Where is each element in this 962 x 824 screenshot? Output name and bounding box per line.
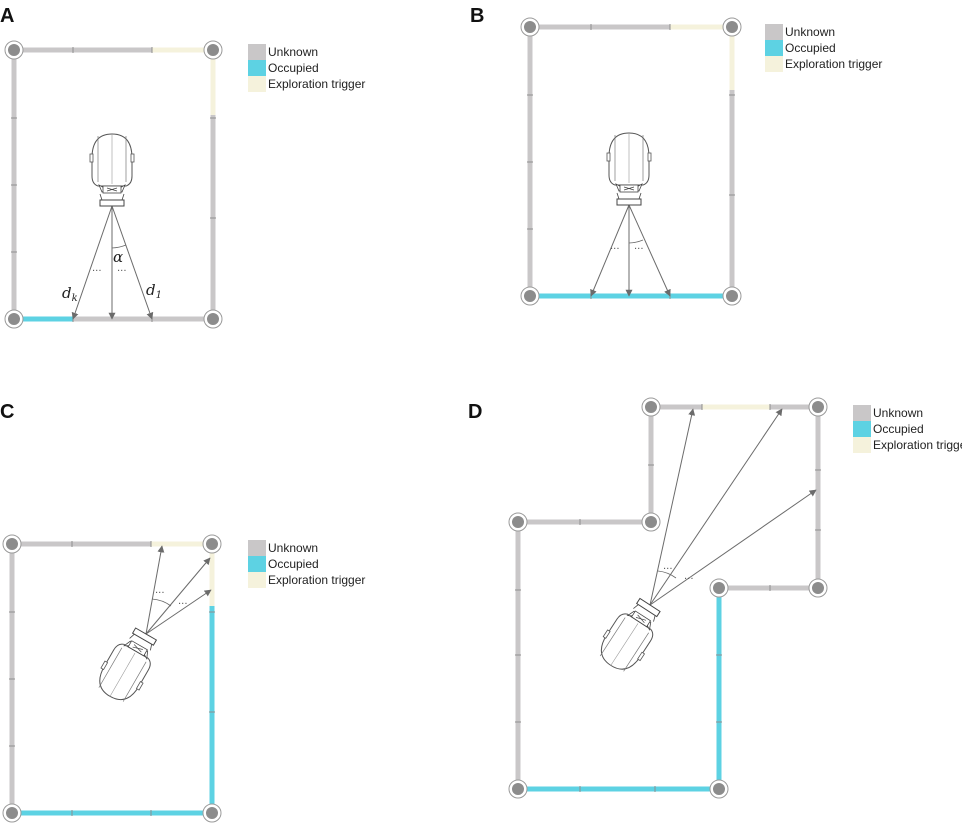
ray-ellipsis: ··· xyxy=(610,244,620,255)
graph-node-icon xyxy=(722,286,742,306)
legend-swatch-unknown xyxy=(248,44,266,60)
legend-swatch-occupied xyxy=(765,40,783,56)
graph-node-icon xyxy=(808,397,828,417)
panel-b-letter: B xyxy=(470,5,484,27)
graph-node-icon xyxy=(508,779,528,799)
graph-node-icon xyxy=(808,578,828,598)
sensor-ray xyxy=(145,545,165,635)
panel-c: C ··· ··· xyxy=(0,401,365,823)
legend-swatch-unknown xyxy=(853,405,871,421)
ray-ellipsis: ··· xyxy=(684,574,694,585)
angle-alpha-label: α xyxy=(113,248,123,266)
panel-b-nodes xyxy=(520,17,742,306)
sensor-ray xyxy=(649,408,783,606)
legend-swatch-unknown xyxy=(248,540,266,556)
ray-ellipsis: ··· xyxy=(92,266,102,277)
panel-d-nodes xyxy=(508,397,828,799)
graph-node-icon xyxy=(508,512,528,532)
robot-topdown-icon xyxy=(90,622,166,708)
legend-swatch-occupied xyxy=(248,556,266,572)
ray-ellipsis: ··· xyxy=(117,266,127,277)
legend-label-trigger: Exploration trigger xyxy=(873,438,962,452)
legend-label-unknown: Unknown xyxy=(785,25,835,39)
graph-node-icon xyxy=(202,534,222,554)
panel-d: D xyxy=(468,397,962,799)
legend-swatch-trigger xyxy=(853,437,871,453)
panel-d-legend: Unknown Occupied Exploration trigger xyxy=(853,405,962,453)
legend-swatch-unknown xyxy=(765,24,783,40)
legend-label-occupied: Occupied xyxy=(873,422,924,436)
panel-c-walls xyxy=(9,541,215,816)
panel-c-rays: ··· ··· xyxy=(145,545,212,635)
panel-a-rays: ··· ··· α dk d1 xyxy=(62,205,162,320)
graph-node-icon xyxy=(520,17,540,37)
graph-node-icon xyxy=(4,309,24,329)
angle-arc xyxy=(111,244,127,249)
sensor-ray xyxy=(145,589,212,635)
panel-a-letter: A xyxy=(0,5,14,27)
legend-swatch-trigger xyxy=(765,56,783,72)
legend-label-unknown: Unknown xyxy=(873,406,923,420)
panel-a-legend: Unknown Occupied Exploration trigger xyxy=(248,44,365,92)
ray-ellipsis: ··· xyxy=(634,244,644,255)
legend-label-unknown: Unknown xyxy=(268,45,318,59)
panel-c-legend: Unknown Occupied Exploration trigger xyxy=(248,540,365,588)
sensor-ray xyxy=(628,204,671,297)
graph-node-icon xyxy=(722,17,742,37)
legend-label-occupied: Occupied xyxy=(268,61,319,75)
robot-topdown-icon xyxy=(606,132,652,206)
angle-arc xyxy=(151,598,172,607)
angle-arc xyxy=(657,570,677,579)
sensor-ray xyxy=(649,408,696,606)
ray-d1-label: d1 xyxy=(146,281,162,301)
sensor-ray xyxy=(111,205,154,320)
graph-node-icon xyxy=(203,309,223,329)
panel-b-rays: ··· ··· xyxy=(590,204,671,297)
sensor-ray xyxy=(590,204,630,297)
graph-node-icon xyxy=(709,779,729,799)
graph-node-icon xyxy=(520,286,540,306)
panel-a: A ··· ··· α dk d1 xyxy=(0,5,365,329)
panel-a-nodes xyxy=(4,40,223,329)
graph-node-icon xyxy=(203,40,223,60)
graph-node-icon xyxy=(2,534,22,554)
ray-ellipsis: ··· xyxy=(178,599,188,610)
panel-d-walls xyxy=(515,404,821,792)
sensor-ray xyxy=(145,557,211,635)
panel-c-letter: C xyxy=(0,401,14,423)
graph-node-icon xyxy=(202,803,222,823)
panel-a-walls xyxy=(11,47,216,322)
angle-arc xyxy=(628,239,644,244)
legend-swatch-occupied xyxy=(853,421,871,437)
graph-node-icon xyxy=(2,803,22,823)
legend-label-occupied: Occupied xyxy=(785,41,836,55)
ray-ellipsis: ··· xyxy=(155,588,165,599)
ray-ellipsis: ··· xyxy=(663,564,673,575)
graph-node-icon xyxy=(709,578,729,598)
robot-topdown-icon xyxy=(89,133,135,207)
sensor-ray xyxy=(649,489,817,606)
robot-topdown-icon xyxy=(591,592,669,678)
panel-d-letter: D xyxy=(468,401,482,423)
panel-b: B ··· ··· xyxy=(470,5,882,306)
ray-dk-label: dk xyxy=(62,284,78,304)
panel-d-rays: ··· ··· xyxy=(649,408,817,606)
graph-node-icon xyxy=(4,40,24,60)
legend-label-trigger: Exploration trigger xyxy=(268,77,365,91)
legend-swatch-trigger xyxy=(248,76,266,92)
panel-c-nodes xyxy=(2,534,222,823)
sensor-ray xyxy=(71,205,113,320)
legend-label-trigger: Exploration trigger xyxy=(785,57,882,71)
legend-label-occupied: Occupied xyxy=(268,557,319,571)
legend-label-unknown: Unknown xyxy=(268,541,318,555)
panel-b-legend: Unknown Occupied Exploration trigger xyxy=(765,24,882,72)
legend-swatch-occupied xyxy=(248,60,266,76)
graph-node-icon xyxy=(641,512,661,532)
legend-label-trigger: Exploration trigger xyxy=(268,573,365,587)
graph-node-icon xyxy=(641,397,661,417)
legend-swatch-trigger xyxy=(248,572,266,588)
